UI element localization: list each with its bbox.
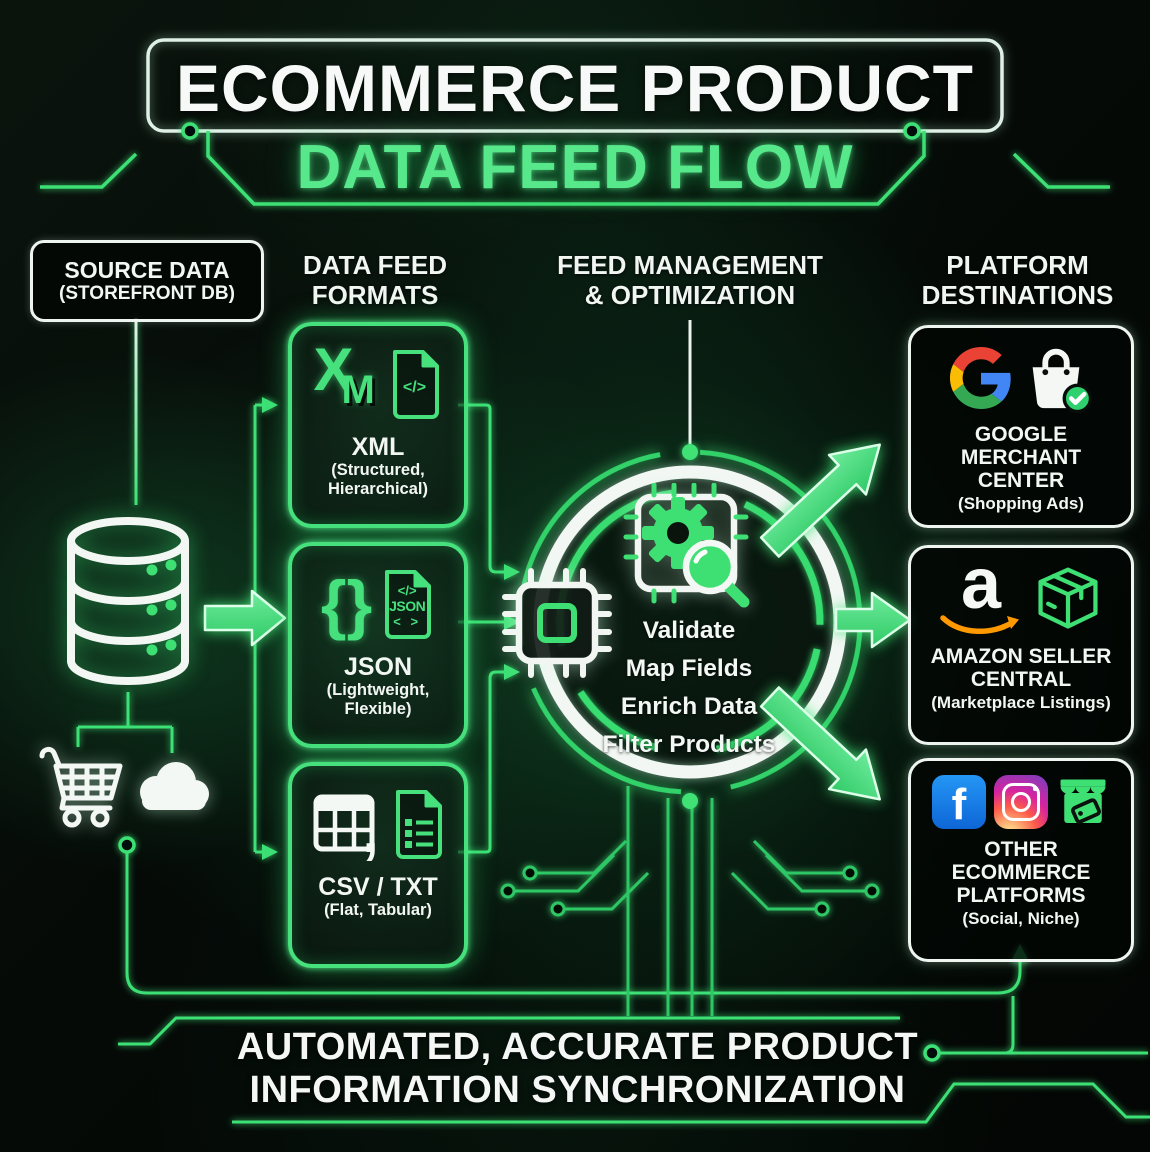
formats-header-line2: FORMATS	[311, 280, 439, 310]
dest-box-google: GOOGLE MERCHANT CENTER (Shopping Ads)	[908, 325, 1134, 528]
facebook-icon: f	[932, 775, 986, 829]
destinations-header-line1: PLATFORM	[946, 250, 1089, 280]
management-header-line2: & OPTIMIZATION	[584, 280, 796, 310]
spreadsheet-icon: ,	[311, 788, 383, 865]
csv-icons-row: ,	[311, 774, 446, 874]
source-data-header-box: SOURCE DATA (STOREFRONT DB)	[30, 240, 264, 322]
json-icons-row: { } </> JSON < >	[321, 554, 435, 654]
dest-box-other: f OTHER ECOMMERC	[908, 758, 1134, 962]
json-brace-right: }	[346, 567, 373, 641]
main-title-line2: DATA FEED FLOW	[296, 133, 854, 202]
instagram-frame	[1002, 783, 1040, 821]
amazon-seller-title: AMAZON SELLER CENTRAL	[930, 645, 1112, 691]
instagram-icon	[994, 775, 1048, 829]
destinations-header-line2: DESTINATIONS	[921, 280, 1114, 310]
formats-column-header: DATA FEED FORMATS	[270, 250, 480, 310]
pcb-traces	[515, 786, 865, 1016]
xml-letter-x: X	[313, 336, 354, 403]
footer-banner-text: AUTOMATED, ACCURATE PRODUCT INFORMATION …	[150, 1026, 1005, 1112]
json-braces-icon: { }	[321, 571, 372, 637]
amazon-letter-a: a	[961, 544, 1002, 624]
source-data-label: SOURCE DATA	[64, 257, 230, 283]
flow-arrows	[203, 443, 912, 801]
chip-icon	[502, 568, 612, 678]
step-map-fields: Map Fields	[625, 655, 753, 682]
google-merchant-title: GOOGLE MERCHANT CENTER	[960, 423, 1082, 492]
destinations-column-header: PLATFORM DESTINATIONS	[905, 250, 1130, 310]
xml-letters-icon: X M	[314, 340, 380, 428]
instagram-lens	[1011, 792, 1031, 812]
title-circuit-decor	[40, 131, 1110, 206]
shopping-cart-icon	[39, 746, 123, 828]
amazon-icons-row: a	[939, 548, 1103, 636]
other-icons-row: f	[932, 775, 1110, 829]
arrow-hub-to-google	[759, 443, 881, 558]
source-data-sublabel: (STOREFRONT DB)	[59, 283, 235, 304]
magnifier-icon	[682, 539, 750, 608]
txt-file-icon	[390, 789, 446, 859]
json-title: JSON	[343, 653, 413, 681]
connector-lines	[76, 318, 1148, 1055]
title-frame	[146, 38, 1004, 133]
json-doc-line2: JSON	[389, 598, 426, 614]
other-platforms-title: OTHER ECOMMERCE PLATFORMS	[951, 838, 1091, 907]
xml-doc-code-text: </>	[402, 379, 427, 396]
comma-glyph: ,	[362, 800, 379, 865]
xml-file-icon: </>	[387, 349, 443, 419]
format-box-json: { } </> JSON < > JSON (Lightweight, Flex…	[288, 542, 468, 748]
footer-banner-frame	[118, 1016, 1150, 1124]
json-file-icon: </> JSON < >	[379, 569, 435, 639]
amazon-logo-icon: a	[939, 548, 1025, 636]
other-platforms-subtitle: (Social, Niche)	[962, 909, 1080, 928]
amazon-seller-subtitle: (Marketplace Listings)	[931, 693, 1111, 712]
footer-line1: AUTOMATED, ACCURATE PRODUCT	[236, 1026, 919, 1068]
csv-title: CSV / TXT	[318, 873, 438, 901]
arrow-hub-to-amazon	[834, 591, 912, 649]
processing-steps: Validate Map Fields Enrich Data Filter P…	[563, 612, 815, 764]
xml-title: XML	[351, 433, 405, 461]
json-brace-left: {	[320, 567, 347, 641]
circuit-nodes	[118, 122, 941, 1062]
formats-header-line1: DATA FEED	[303, 250, 447, 280]
format-box-csv: , CSV / TXT (Flat, Tabular)	[288, 762, 468, 968]
dest-box-amazon: a AMAZON SELLER CENTRAL (Marketplace Lis…	[908, 545, 1134, 745]
csv-subtitle: (Flat, Tabular)	[324, 901, 432, 919]
management-header-line1: FEED MANAGEMENT	[557, 250, 823, 280]
database-icon	[67, 517, 189, 685]
json-subtitle: (Lightweight, Flexible)	[326, 681, 430, 718]
management-header-line	[682, 320, 698, 809]
gear-magnifier-icon	[623, 483, 750, 608]
xml-letter-m: M	[341, 368, 375, 412]
package-box-icon	[1038, 567, 1098, 629]
instagram-dot	[1032, 786, 1037, 791]
google-merchant-subtitle: (Shopping Ads)	[958, 494, 1084, 513]
step-enrich-data: Enrich Data	[620, 693, 758, 720]
facebook-letter-f: f	[951, 780, 967, 829]
pcb-vias	[500, 865, 880, 917]
main-title-line1: ECOMMERCE PRODUCT	[175, 51, 974, 125]
step-filter-products: Filter Products	[602, 731, 776, 758]
cloud-icon	[140, 762, 209, 810]
format-box-xml: X M </> XML (Structured, Hierarchical)	[288, 322, 468, 528]
footer-line2: INFORMATION SYNCHRONIZATION	[249, 1069, 906, 1111]
storefront-tag-icon	[1060, 779, 1106, 824]
json-doc-line3: < >	[393, 614, 422, 629]
amazon-smile-icon	[940, 615, 1019, 635]
check-badge-icon	[1062, 383, 1092, 414]
step-validate: Validate	[642, 617, 736, 644]
arrow-source-to-formats	[203, 589, 287, 647]
shopping-bag-icon	[1020, 342, 1092, 414]
xml-subtitle: (Structured, Hierarchical)	[328, 461, 428, 498]
json-doc-line1: </>	[397, 583, 417, 598]
google-logo-icon	[950, 347, 1011, 409]
xml-icons-row: X M </>	[314, 334, 443, 434]
arrow-hub-to-other	[759, 686, 881, 801]
google-icons-row	[950, 342, 1092, 414]
management-column-header: FEED MANAGEMENT & OPTIMIZATION	[540, 250, 840, 310]
